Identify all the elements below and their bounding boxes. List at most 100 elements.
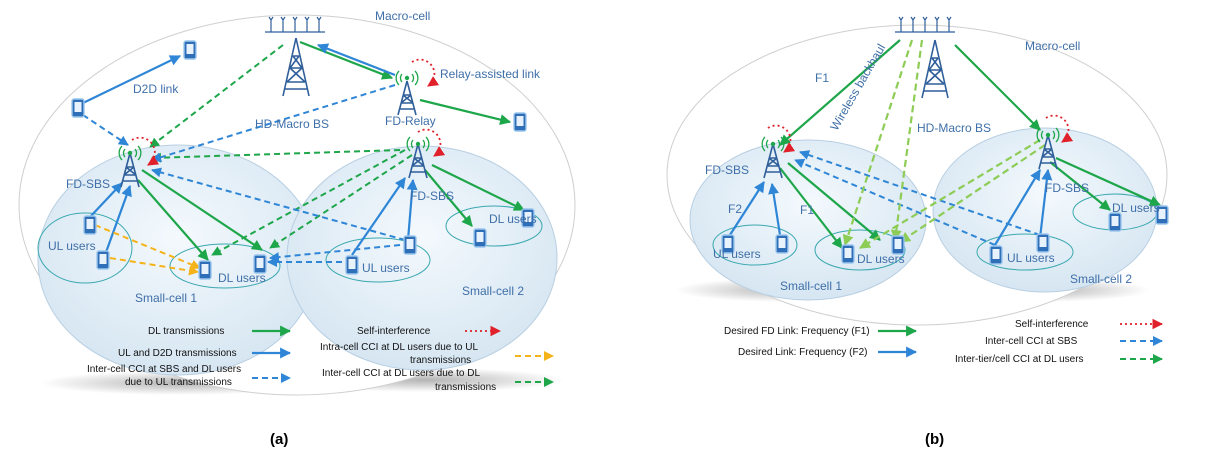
ul-phone-icon [83, 215, 97, 235]
d2d-phone-icon [183, 40, 197, 60]
small-cell-1-label-b: Small-cell 1 [780, 279, 842, 293]
ul2-phone-icon-b2 [1036, 233, 1050, 253]
sbs1-label: FD-SBS [66, 177, 110, 191]
ul-user-to-sbs2 [351, 177, 406, 256]
ccI-macro-to-sbs1 [149, 44, 284, 148]
ul-user-to-sbs1 [89, 182, 123, 218]
intra-ccI-1 [94, 224, 201, 270]
sbs1-label-b: FD-SBS [705, 163, 749, 177]
intra-ccI-2 [109, 257, 199, 276]
small-cell-2-label: Small-cell 2 [462, 284, 524, 298]
small-cell-2 [286, 145, 558, 371]
macro-cell-label: Macro-cell [375, 9, 430, 23]
ul-users-label-b: UL users [713, 247, 761, 261]
legend-f2-label: Desired Link: Frequency (F2) [738, 347, 868, 358]
f2-ul-to-sbs2-2 [1038, 168, 1053, 239]
dl2-phone-icon [473, 228, 487, 248]
ul2-phone-icon-b [989, 245, 1003, 265]
self-interference-sbs1 [131, 136, 160, 166]
dl-user-group-2 [445, 205, 543, 247]
dl-macro-to-relay [299, 40, 394, 80]
relay-link-label: Relay-assisted link [440, 67, 541, 81]
f1-macro-to-sbs1 [779, 39, 901, 146]
dl-relay-to-user [419, 98, 512, 125]
legend-inter-dl-label-1: Inter-cell CCI at DL users due to DL [322, 368, 480, 379]
ul-user-group-1 [37, 212, 133, 284]
ul-user-group-b2 [976, 233, 1074, 271]
dl2-phone-icon-b [1108, 212, 1122, 232]
f2-label: F2 [728, 202, 742, 216]
dl-user-group-1 [169, 243, 281, 289]
relay-label: FD-Relay [385, 114, 436, 128]
relay-user-phone-icon [513, 112, 527, 132]
dl-sbs2-to-user [424, 169, 473, 227]
ul-users-2-label-b: UL users [1007, 251, 1055, 265]
legend-inter-dl-label-2: transmissions [435, 382, 496, 393]
dl-user-group-b1 [814, 229, 906, 271]
legend-dl-label: DL transmissions [148, 326, 224, 337]
dl-sbs1-to-user-2 [137, 179, 209, 261]
legend-inter-sbs-label-2: due to UL transmissions [125, 377, 232, 388]
ul-user-group-b1 [712, 224, 798, 266]
dl-users-2-label: DL users [489, 212, 537, 226]
ccI-relay-to-sbs1 [151, 84, 396, 163]
small-cell-2-label-b: Small-cell 2 [1070, 272, 1132, 286]
legend-a: DL transmissions UL and D2D transmission… [87, 325, 554, 393]
self-interference-b1 [767, 124, 796, 153]
self-interference-relay [411, 58, 440, 87]
ul-relay-to-macro [316, 43, 396, 77]
f1-macro-to-sbs2 [954, 44, 1041, 131]
macro-bs-label: HD-Macro BS [255, 117, 329, 131]
ccI-sbs2-to-sbs1 [151, 149, 401, 163]
macro-bs-label-b: HD-Macro BS [917, 121, 991, 135]
caption-b: (b) [925, 431, 944, 448]
ul-users-label: UL users [48, 239, 96, 253]
f1-sbs2-to-dl [1049, 161, 1111, 211]
macro-cell-label-b: Macro-cell [1025, 39, 1080, 53]
f1-label: F1 [815, 71, 829, 85]
dl-users-label: DL users [218, 271, 266, 285]
legend-intra-label-2: transmissions [410, 355, 471, 366]
dl-sbs1-to-user [141, 169, 263, 251]
backhaul-to-dl [842, 39, 914, 247]
d2d-link [82, 55, 181, 104]
legend-ul-label: UL and D2D transmissions [118, 348, 237, 359]
dl-sbs2-to-user-2 [431, 164, 525, 211]
ul-phone-icon-b2 [775, 234, 789, 254]
ccI-ul2-to-sbs1 [151, 167, 406, 241]
inter-tier-sbs2-to-dl1 [859, 139, 1041, 249]
inter-tier-sbs2-to-dl1b [899, 144, 1046, 243]
sbs2-label-b: FD-SBS [1045, 181, 1089, 195]
sbs2-label: FD-SBS [410, 189, 454, 203]
legend-self-label-b: Self-interference [1015, 319, 1089, 330]
legend-fd-label: Desired FD Link: Frequency (F1) [724, 326, 870, 337]
ul-user-group-2 [325, 237, 431, 283]
ul2-phone-icon [345, 255, 359, 275]
legend-inter-sbs-label-1: Inter-cell CCI at SBS and DL users [87, 364, 241, 375]
ul-users-2-label: UL users [362, 261, 410, 275]
ul-phone-icon-2 [96, 250, 110, 270]
caption-a: (a) [270, 431, 288, 448]
legend-inter-tier-label: Inter-tier/cell CCI at DL users [955, 354, 1084, 365]
ccI-ul2-to-sbs1-b [794, 158, 996, 246]
f1b-label: F1 [800, 203, 814, 217]
ccI-d2d-to-sbs1 [82, 114, 129, 146]
legend-b: Desired FD Link: Frequency (F1) Desired … [724, 318, 1164, 365]
small-cell-1-label: Small-cell 1 [135, 291, 197, 305]
dl-phone-icon-b [841, 244, 855, 264]
panel-a: Macro-cell HD-Macro BS FD-Relay Relay-as… [18, 9, 576, 448]
dl-users-label-b: DL users [857, 252, 905, 266]
ccI-sbs2-to-dl1b [211, 149, 406, 256]
ccI-ul2-to-dl1b [269, 244, 401, 263]
legend-self-label: Self-interference [357, 326, 431, 337]
f1-sbs1-to-dl-2 [787, 162, 881, 241]
ul-user-to-sbs2-2 [406, 178, 418, 241]
f2-ul-to-sbs1 [727, 181, 765, 239]
dl-users-2-label-b: DL users [1112, 201, 1160, 215]
f2-ul-to-sbs1-2 [768, 182, 782, 236]
legend-inter-sbs-label-b: Inter-cell CCI at SBS [985, 336, 1078, 347]
ul2-phone-icon-2 [403, 235, 417, 255]
ccI-ul2-to-sbs1-b2 [799, 150, 1041, 236]
d2d-label: D2D link [133, 82, 179, 96]
